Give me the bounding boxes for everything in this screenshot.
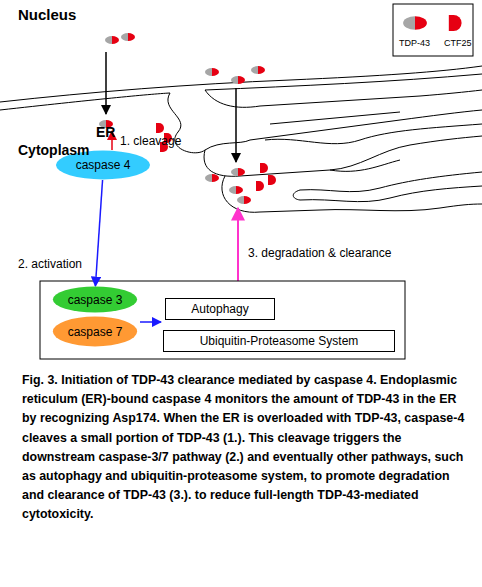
legend-text: CTF25 <box>444 38 472 48</box>
enzyme-ellipse: caspase 7 <box>52 316 138 347</box>
edge-label: 2. activation <box>18 257 82 271</box>
step-label: 3. degradation & clearance <box>248 246 391 260</box>
pathway-box: Autophagy <box>165 298 275 320</box>
region-label: ER <box>96 124 115 140</box>
node-text: caspase 4 <box>76 158 131 172</box>
region-label: Cytoplasm <box>18 142 90 158</box>
region-label: Nucleus <box>18 6 76 23</box>
figure-caption: Fig. 3. Initiation of TDP-43 clearance m… <box>22 371 470 525</box>
legend-text: TDP-43 <box>399 38 430 48</box>
step-label: 1. cleavage <box>120 134 181 148</box>
node-text: caspase 7 <box>68 325 123 339</box>
legend-frame <box>393 4 473 56</box>
pathway-box: Ubiquitin-Proteasome System <box>163 330 395 352</box>
node-text: Ubiquitin-Proteasome System <box>200 334 359 348</box>
enzyme-ellipse: caspase 3 <box>52 286 138 313</box>
connector-arrow <box>95 180 102 286</box>
node-text: caspase 3 <box>68 293 123 307</box>
node-text: Autophagy <box>191 302 248 316</box>
